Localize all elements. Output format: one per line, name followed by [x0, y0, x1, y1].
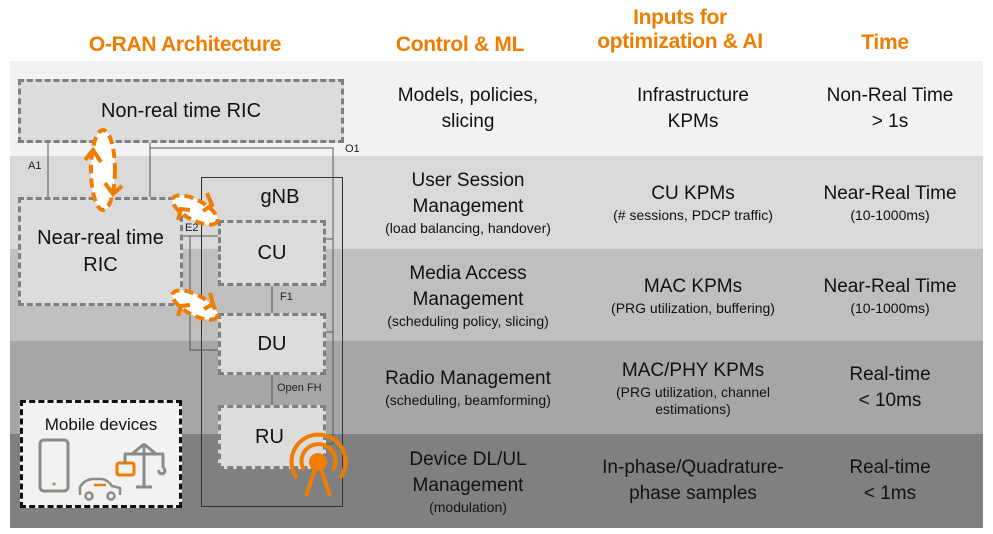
control-cell-main: Device DL/UL: [409, 448, 527, 470]
du-box: DU: [218, 313, 326, 375]
inputs-cell: In-phase/Quadrature-phase samples: [576, 434, 810, 528]
interface-e2-label: E2: [185, 222, 199, 234]
header-inputs: Inputs for optimization & AI: [565, 6, 795, 54]
inputs-cell-main: CU KPMs: [651, 183, 735, 204]
inputs-cell-main: MAC KPMs: [643, 275, 743, 297]
e2-cu-loop-icon: [170, 193, 220, 227]
time-cell-main: Near-Real Time: [823, 275, 957, 297]
time-cell-main: < 1ms: [863, 483, 917, 504]
header-inputs-line1: Inputs for: [633, 6, 727, 29]
e2-du-loop-icon: [170, 288, 220, 322]
interface-open-fh-label: Open FH: [277, 382, 322, 394]
ru-label: RU: [255, 425, 284, 448]
crane-icon: [115, 442, 167, 489]
header-time: Time: [861, 31, 909, 54]
control-cell-main: Management: [412, 288, 524, 310]
control-cell-sub: (scheduling policy, slicing): [387, 312, 549, 329]
inputs-cell-sub: (PRG utilization, channel: [615, 383, 771, 400]
e2-du-arrow-2: [176, 303, 191, 317]
cu-box: CU: [218, 220, 326, 286]
control-cell-main: Management: [412, 474, 524, 496]
time-cell-main: > 1s: [871, 110, 909, 132]
car-icon: [78, 477, 122, 501]
time-cell-sub: (10-1000ms): [850, 207, 930, 223]
inputs-cell-main: phase samples: [629, 483, 757, 504]
mobile-devices-label: Mobile devices: [44, 415, 158, 434]
time-cell-main: Real-time: [849, 457, 931, 478]
cu-label: CU: [257, 241, 287, 264]
near-real-time-ric-box: Near-real time RIC: [18, 197, 183, 306]
control-cell-main: slicing: [441, 110, 495, 132]
interface-f1-label: F1: [280, 291, 293, 303]
header-oran-architecture: O-RAN Architecture: [88, 33, 282, 56]
gnb-container: [201, 177, 343, 507]
control-cell-main: Management: [412, 196, 524, 217]
time-cell: Near-Real Time (10-1000ms): [800, 249, 980, 341]
inputs-cell-main: KPMs: [667, 110, 719, 132]
near-rt-ric-label-1: Near-real time: [37, 226, 164, 249]
time-cell-main: Real-time: [849, 363, 931, 385]
time-cell-main: Near-Real Time: [823, 183, 957, 204]
inputs-cell-main: In-phase/Quadrature-: [602, 457, 784, 478]
time-cell-main: Non-Real Time: [826, 84, 954, 106]
e2-cu-arrow-2: [176, 206, 191, 221]
inputs-cell-main: MAC/PHY KPMs: [621, 359, 765, 381]
control-cell-main: Media Access: [409, 262, 527, 284]
time-cell: Real-time < 10ms: [800, 341, 980, 434]
gnb-label: gNB: [260, 186, 300, 208]
time-cell: Non-Real Time > 1s: [800, 61, 980, 156]
inputs-cell-sub: (PRG utilization, buffering): [611, 299, 775, 316]
near-rt-ric-label-2: RIC: [83, 253, 118, 276]
e2-line-du: [189, 236, 218, 351]
header-inputs-line2: optimization & AI: [597, 30, 763, 53]
time-cell: Real-time < 1ms: [800, 434, 980, 528]
control-cell-main: Models, policies,: [397, 84, 539, 106]
antenna-icon: [289, 432, 348, 497]
time-cell-sub: (10-1000ms): [850, 299, 930, 316]
control-cell-sub: (scheduling, beamforming): [385, 392, 551, 408]
e2-cu-arrow-1: [201, 192, 215, 213]
control-cell: Device DL/UL Management (modulation): [360, 434, 576, 528]
time-cell-main: < 10ms: [858, 389, 922, 411]
e2-du-arrow-1: [203, 292, 216, 311]
non-real-time-ric-label: Non-real time RIC: [100, 99, 262, 122]
time-cell: Near-Real Time (10-1000ms): [800, 156, 980, 249]
control-cell: Models, policies, slicing: [360, 61, 576, 156]
a1-loop-icon: [83, 128, 124, 212]
non-real-time-ric-box: Non-real time RIC: [18, 79, 344, 143]
control-cell: Radio Management (scheduling, beamforming…: [360, 341, 576, 434]
control-cell-sub: (modulation): [429, 498, 507, 515]
non-rt-bus-line: [150, 147, 334, 445]
inputs-cell-sub: estimations): [655, 400, 731, 417]
du-label: DU: [257, 332, 287, 355]
inputs-cell: CU KPMs (# sessions, PDCP traffic): [576, 156, 810, 249]
smartphone-icon: [38, 438, 70, 493]
inputs-cell-sub: (# sessions, PDCP traffic): [613, 207, 773, 223]
interface-a1-label: A1: [28, 160, 42, 172]
inputs-cell-main: Infrastructure: [637, 84, 749, 106]
inputs-cell: MAC KPMs (PRG utilization, buffering): [576, 249, 810, 341]
interface-o1-label: O1: [345, 143, 360, 155]
control-cell-main: Radio Management: [385, 368, 551, 389]
control-cell-sub: (load balancing, handover): [385, 220, 551, 236]
control-cell-main: User Session: [411, 170, 525, 191]
header-control-ml: Control & ML: [395, 33, 525, 56]
